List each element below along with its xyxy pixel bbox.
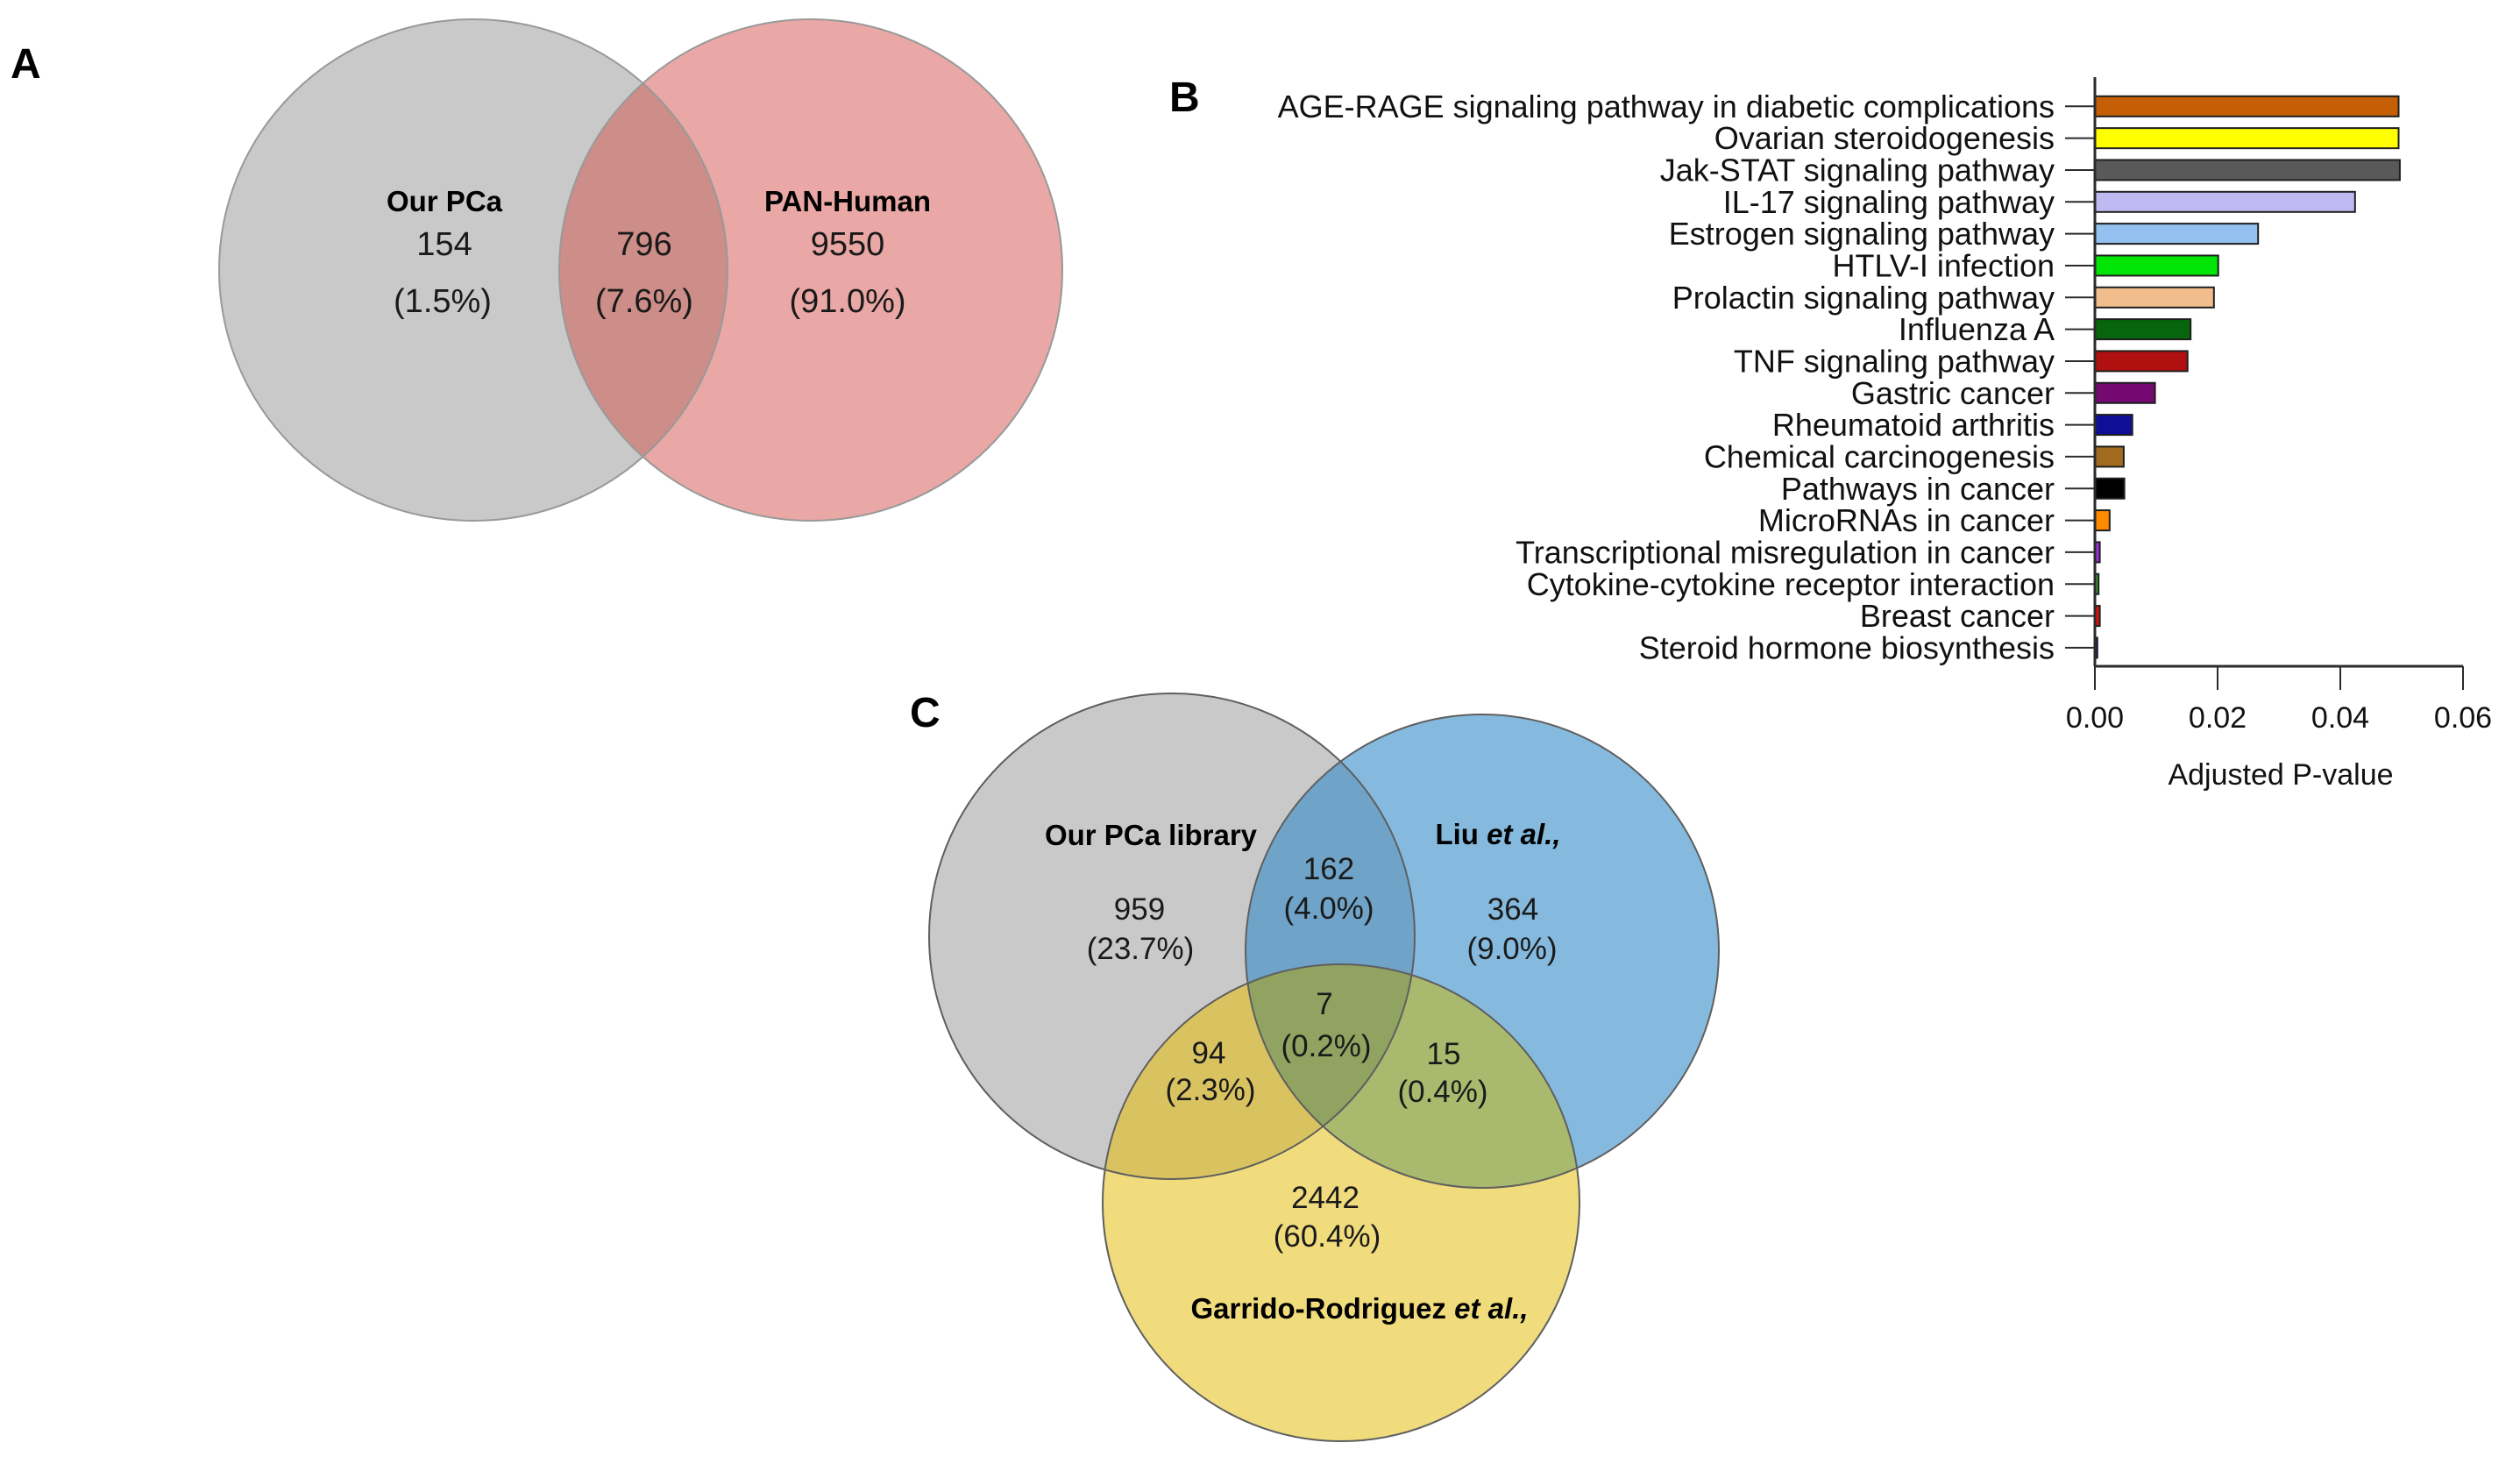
category-label: AGE-RAGE signaling pathway in diabetic c…	[1278, 89, 2055, 124]
category-label: Influenza A	[1899, 311, 2055, 347]
bar-chart-svg: AGE-RAGE signaling pathway in diabetic c…	[1278, 77, 2493, 792]
category-label: Breast cancer	[1860, 598, 2055, 634]
venn-c-set1-set3-pct: (2.3%)	[1165, 1073, 1255, 1107]
x-tick-label: 0.00	[2066, 701, 2124, 735]
bar-12	[2094, 477, 2126, 500]
bar-3	[2094, 190, 2356, 213]
venn-c-set1-label: Our PCa library	[1045, 819, 1258, 851]
venn-a-set1-label: Our PCa	[387, 185, 503, 217]
category-label: Gastric cancer	[1851, 375, 2055, 411]
bar-8	[2094, 350, 2189, 373]
venn2-panel-a: Our PCa 154 (1.5%) 796 (7.6%) PAN-Human …	[218, 18, 1063, 522]
panel-b-letter: B	[1169, 75, 1200, 121]
category-label: Jak-STAT signaling pathway	[1660, 152, 2055, 188]
category-label: Rheumatoid arthritis	[1772, 407, 2055, 443]
venn-a-overlap-count: 796	[616, 226, 671, 263]
bar-5	[2094, 254, 2219, 277]
category-label: Pathways in cancer	[1781, 471, 2055, 507]
bar-2	[2094, 159, 2401, 181]
bar-13	[2094, 509, 2111, 532]
venn-a-set1-outline	[218, 18, 728, 522]
bars-group: AGE-RAGE signaling pathway in diabetic c…	[1278, 89, 2493, 735]
venn-c-set1-set3-region	[1103, 964, 1415, 1179]
venn-c-set2-set3-region	[1246, 964, 1579, 1188]
venn3-panel-c: Our PCa library 959 (23.7%) Liu et al., …	[928, 693, 1720, 1442]
category-label: Ovarian steroidogenesis	[1714, 120, 2055, 156]
venn-a-set2-pct: (91.0%)	[789, 283, 905, 320]
x-tick-label: 0.06	[2434, 701, 2492, 735]
bar-7	[2094, 318, 2192, 341]
panel-a-letter: A	[11, 41, 41, 88]
venn-c-set2-label-italic: et al.,	[1487, 818, 1560, 850]
venn-c-set3-label: Garrido-Rodriguez et al.,	[1190, 1292, 1528, 1325]
venn-c-set1-count: 959	[1114, 892, 1165, 927]
venn-c-set2-set3-pct: (0.4%)	[1397, 1075, 1487, 1109]
bar-0	[2094, 95, 2400, 117]
venn-a-overlap-region	[559, 19, 728, 521]
x-tick-label: 0.04	[2311, 701, 2369, 735]
venn-a-set2-outline	[558, 18, 1063, 522]
venn-c-set1-outline	[928, 693, 1416, 1180]
category-label: Prolactin signaling pathway	[1672, 280, 2055, 316]
venn-c-set3-outline	[1102, 963, 1580, 1442]
category-label: MicroRNAs in cancer	[1758, 502, 2055, 538]
bar-11	[2094, 445, 2125, 468]
x-tick-label: 0.02	[2189, 701, 2247, 735]
bar-4	[2094, 223, 2260, 245]
venn-c-set2-label-prefix: Liu	[1435, 818, 1487, 850]
venn-a-set1-count: 154	[416, 226, 472, 263]
category-label: Cytokine-cytokine receptor interaction	[1527, 566, 2055, 602]
venn-c-set2-label: Liu et al.,	[1435, 818, 1560, 850]
venn-c-set1-pct: (23.7%)	[1087, 932, 1195, 966]
category-label: Chemical carcinogenesis	[1704, 438, 2055, 474]
venn-c-set2-outline	[1245, 714, 1720, 1189]
category-label: TNF signaling pathway	[1734, 343, 2055, 379]
venn-c-set3-pct: (60.4%)	[1274, 1219, 1381, 1254]
category-label: Estrogen signaling pathway	[1669, 216, 2055, 252]
bar-1	[2094, 127, 2400, 150]
venn-a-set2-label: PAN-Human	[764, 185, 931, 217]
venn-c-set1-set2-pct: (4.0%)	[1283, 892, 1374, 926]
category-label: Transcriptional misregulation in cancer	[1516, 534, 2055, 570]
venn-a-overlap-pct: (7.6%)	[595, 283, 693, 320]
x-axis-title: Adjusted P-value	[2168, 758, 2393, 792]
venn-c-set2-count: 364	[1487, 892, 1538, 927]
venn-c-set1-set2-count: 162	[1303, 852, 1354, 886]
bar-10	[2094, 414, 2133, 437]
bar-9	[2094, 381, 2156, 404]
panel-c-letter: C	[910, 690, 941, 736]
venn-c-set1-set3-count: 94	[1192, 1036, 1226, 1070]
venn-c-set2-pct: (9.0%)	[1466, 932, 1557, 966]
bar-6	[2094, 286, 2215, 309]
category-label: HTLV-I infection	[1833, 247, 2055, 283]
venn-c-set3-label-italic: et al.,	[1454, 1292, 1528, 1325]
venn-c-set3-count: 2442	[1291, 1181, 1359, 1215]
venn-a-set2-count: 9550	[811, 226, 885, 263]
venn-c-set3-label-prefix: Garrido-Rodriguez	[1190, 1292, 1454, 1325]
venn-c-center-count: 7	[1316, 987, 1332, 1021]
venn-c-set2-set3-count: 15	[1427, 1037, 1461, 1071]
venn-a-set1-pct: (1.5%)	[394, 283, 492, 320]
category-label: IL-17 signaling pathway	[1723, 184, 2055, 220]
venn-c-center-pct: (0.2%)	[1281, 1029, 1371, 1063]
category-label: Steroid hormone biosynthesis	[1639, 629, 2055, 665]
